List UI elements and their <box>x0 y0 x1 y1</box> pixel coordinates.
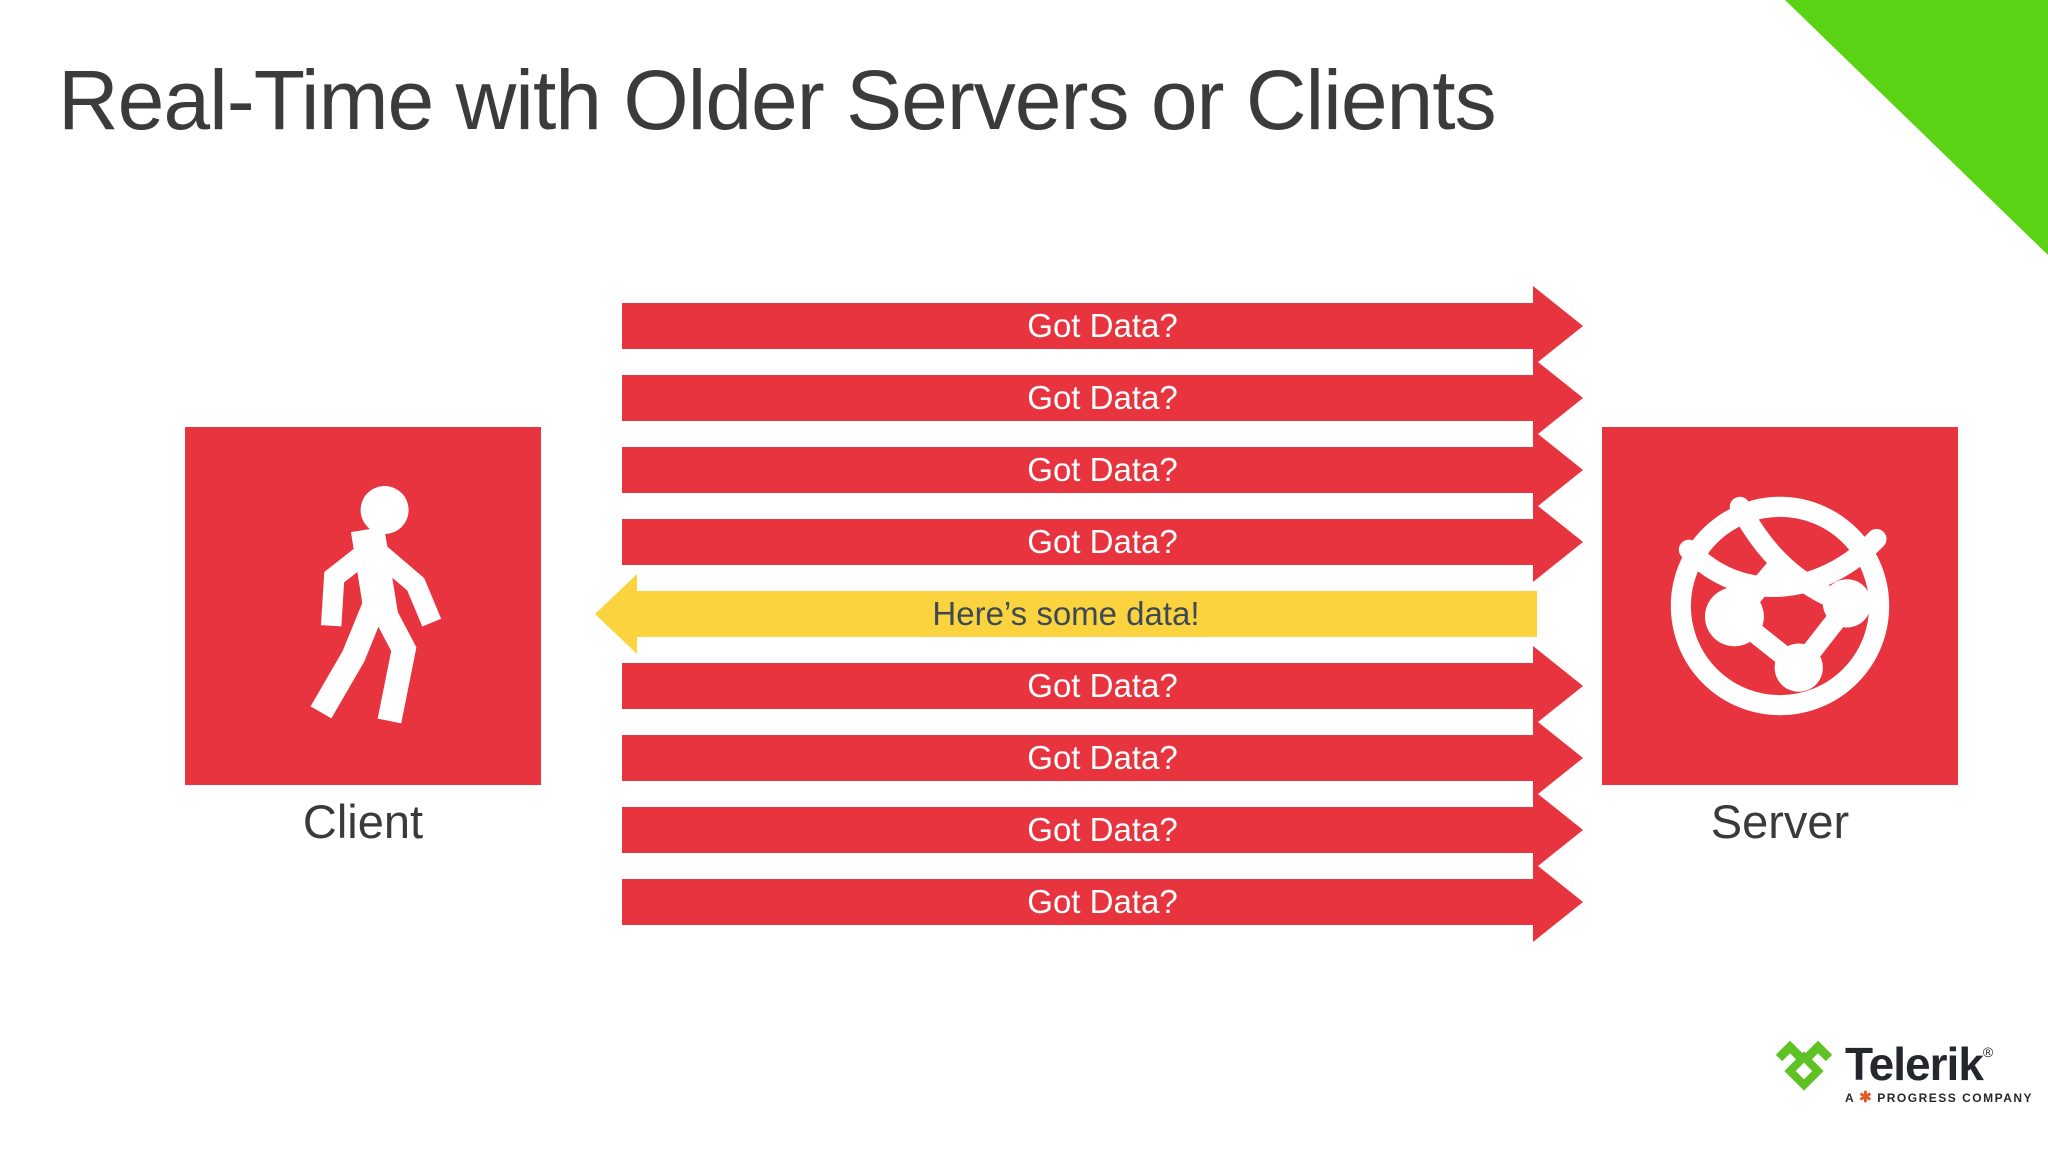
globe-network-icon <box>1646 472 1914 740</box>
message-arrow-got-data-7: Got Data? <box>622 790 1583 870</box>
message-arrow-got-data-5: Got Data? <box>622 646 1583 726</box>
server-label: Server <box>1710 795 1850 848</box>
brand-wordmark: Telerik <box>1845 1038 1984 1090</box>
client-label: Client <box>302 795 424 848</box>
brand-tagline: A ✱ PROGRESS COMPANY <box>1845 1089 2034 1106</box>
message-arrow-got-data-8: Got Data? <box>622 862 1583 942</box>
registered-trademark-symbol: ® <box>1982 1044 1994 1060</box>
telerik-footer-logo: Telerik ® A ✱ PROGRESS COMPANY <box>1773 1040 2033 1105</box>
tagline-prefix: A <box>1845 1091 1856 1105</box>
telerik-mark-icon <box>1773 1040 1835 1099</box>
client-box <box>185 427 541 785</box>
slide-title: Real-Time with Older Servers or Clients <box>58 53 1497 147</box>
message-arrow-got-data-3: Got Data? <box>622 430 1583 510</box>
message-arrow-got-data-4: Got Data? <box>622 502 1583 582</box>
message-arrow-got-data-1: Got Data? <box>622 286 1583 366</box>
message-arrow-got-data-6: Got Data? <box>622 718 1583 798</box>
progress-asterisk-icon: ✱ <box>1859 1089 1874 1106</box>
tagline-suffix: PROGRESS COMPANY <box>1877 1091 2034 1105</box>
walking-person-icon <box>243 472 483 740</box>
message-arrow-heres-some-data: Here’s some data! <box>595 574 1537 654</box>
server-box <box>1602 427 1958 785</box>
green-corner-accent <box>1785 0 2048 255</box>
message-arrow-got-data-2: Got Data? <box>622 358 1583 438</box>
